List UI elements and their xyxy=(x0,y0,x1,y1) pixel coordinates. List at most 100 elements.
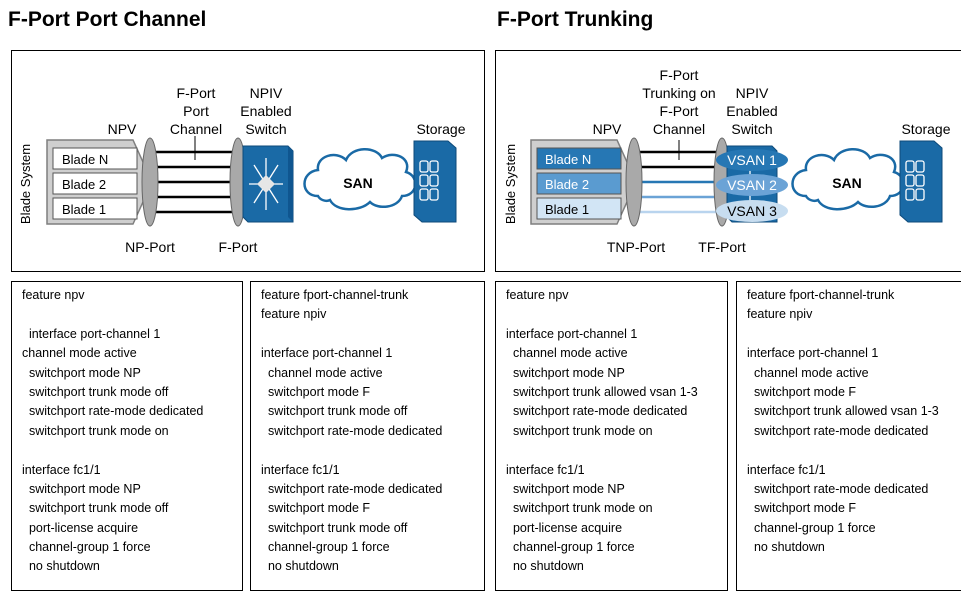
right-storage-label: Storage xyxy=(901,121,950,137)
right-tnp-port-ellipse xyxy=(625,137,643,227)
left-blade-n-label: Blade N xyxy=(62,152,108,167)
right-vsan1-label: VSAN 1 xyxy=(727,152,777,168)
right-channel-label-4: Channel xyxy=(653,121,705,137)
right-channel-label-2: Trunking on xyxy=(642,85,715,101)
config-line: no shutdown xyxy=(747,540,825,555)
config-line: interface port-channel 1 xyxy=(22,326,161,341)
config-line: switchport trunk mode off xyxy=(261,520,408,535)
right-vsan3-label: VSAN 3 xyxy=(727,203,777,219)
left-np-port-ellipse xyxy=(141,137,159,227)
config-line xyxy=(251,325,484,344)
left-blade-system-label: Blade System xyxy=(18,144,33,224)
right-title: F-Port Trunking xyxy=(497,8,654,31)
config-line: switchport trunk allowed vsan 1-3 xyxy=(747,404,939,419)
right-blade-1 xyxy=(536,197,622,220)
config-line: channel mode active xyxy=(506,346,628,361)
right-san-cloud xyxy=(791,148,905,211)
config-line: switchport mode NP xyxy=(22,481,141,496)
config-line xyxy=(251,441,484,460)
config-line xyxy=(737,441,961,460)
config-line: channel-group 1 force xyxy=(261,540,390,555)
config-line: switchport rate-mode dedicated xyxy=(261,423,443,438)
config-line: switchport rate-mode dedicated xyxy=(506,404,688,419)
left-npv-label: NPV xyxy=(108,121,137,137)
config-line: switchport mode F xyxy=(747,384,857,399)
left-title: F-Port Port Channel xyxy=(8,8,207,31)
config-line: feature npv xyxy=(506,288,569,302)
config-box-npiv-port-channel: feature fport-channel-trunk feature npiv… xyxy=(250,281,485,591)
config-line: switchport trunk mode on xyxy=(22,423,169,438)
left-blade-2-label: Blade 2 xyxy=(62,177,106,192)
right-npiv-label-2: Enabled xyxy=(726,103,777,119)
left-san-cloud xyxy=(303,148,417,211)
left-blade-1-label: Blade 1 xyxy=(62,202,106,217)
right-npiv-label-3: Switch xyxy=(731,121,772,137)
right-blade-system-label: Blade System xyxy=(503,144,518,224)
left-f-port-label: F-Port xyxy=(219,239,258,255)
config-line: switchport trunk mode on xyxy=(506,423,653,438)
left-storage-icon xyxy=(413,140,457,223)
config-line: interface port-channel 1 xyxy=(747,346,879,361)
config-line: port-license acquire xyxy=(22,520,139,535)
config-line: switchport trunk mode off xyxy=(261,404,408,419)
config-line: interface fc1/1 xyxy=(22,462,101,477)
right-npiv-label-1: NPIV xyxy=(736,85,769,101)
config-line: switchport trunk allowed vsan 1-3 xyxy=(506,384,698,399)
right-vsan3-ellipse xyxy=(716,200,788,222)
config-line: channel mode active xyxy=(261,365,383,380)
config-line: switchport mode F xyxy=(261,384,371,399)
config-line: switchport rate-mode dedicated xyxy=(747,481,929,496)
config-line: feature fport-channel-trunk xyxy=(261,288,409,302)
left-np-port-label: NP-Port xyxy=(125,239,175,255)
left-blade-n xyxy=(52,147,138,170)
left-npiv-label-3: Switch xyxy=(245,121,286,137)
config-line: channel mode active xyxy=(22,346,137,361)
config-line: switchport rate-mode dedicated xyxy=(261,481,443,496)
right-tnp-port-label: TNP-Port xyxy=(607,239,665,255)
config-line: switchport mode NP xyxy=(506,481,625,496)
config-line: switchport mode NP xyxy=(22,365,141,380)
config-line: interface fc1/1 xyxy=(506,462,585,477)
config-line: channel-group 1 force xyxy=(22,540,151,555)
config-line: port-license acquire xyxy=(506,520,623,535)
right-san-label: SAN xyxy=(832,175,862,191)
config-line: switchport trunk mode on xyxy=(506,501,653,516)
config-line: switchport mode NP xyxy=(506,365,625,380)
config-line: feature npiv xyxy=(261,307,327,322)
config-line: interface port-channel 1 xyxy=(261,346,393,361)
left-channel-label-1: F-Port xyxy=(177,85,216,101)
right-blade-n-label: Blade N xyxy=(545,152,591,167)
config-line: interface port-channel 1 xyxy=(506,326,638,341)
config-line: channel mode active xyxy=(747,365,869,380)
right-vsan2-ellipse xyxy=(716,174,788,196)
config-line: switchport trunk mode off xyxy=(22,501,169,516)
config-line xyxy=(12,441,242,460)
config-line: switchport rate-mode dedicated xyxy=(22,404,204,419)
left-san-label: SAN xyxy=(343,175,373,191)
right-npv-label: NPV xyxy=(593,121,622,137)
right-storage-icon xyxy=(899,140,943,223)
left-storage-label: Storage xyxy=(416,121,465,137)
right-blade-2 xyxy=(536,172,622,195)
config-line xyxy=(496,441,727,460)
left-blade-2 xyxy=(52,172,138,195)
config-box-npv-port-channel: feature npv interface port-channel 1 cha… xyxy=(11,281,243,591)
config-line: switchport mode F xyxy=(261,501,371,516)
config-line: channel-group 1 force xyxy=(506,540,635,555)
config-line: channel-group 1 force xyxy=(747,520,876,535)
config-line xyxy=(496,305,727,324)
left-port-channel-links xyxy=(152,150,236,214)
config-line: no shutdown xyxy=(261,559,339,574)
left-npiv-label-2: Enabled xyxy=(240,103,291,119)
right-blade-2-label: Blade 2 xyxy=(545,177,589,192)
config-line: interface fc1/1 xyxy=(261,462,340,477)
left-channel-label-3: Channel xyxy=(170,121,222,137)
left-npiv-label-1: NPIV xyxy=(250,85,283,101)
config-line xyxy=(737,325,961,344)
left-channel-label-2: Port xyxy=(183,103,209,119)
right-trunk-links xyxy=(636,150,720,214)
config-line: no shutdown xyxy=(22,559,100,574)
left-blade-1 xyxy=(52,197,138,220)
right-vsan1-ellipse xyxy=(716,149,788,171)
